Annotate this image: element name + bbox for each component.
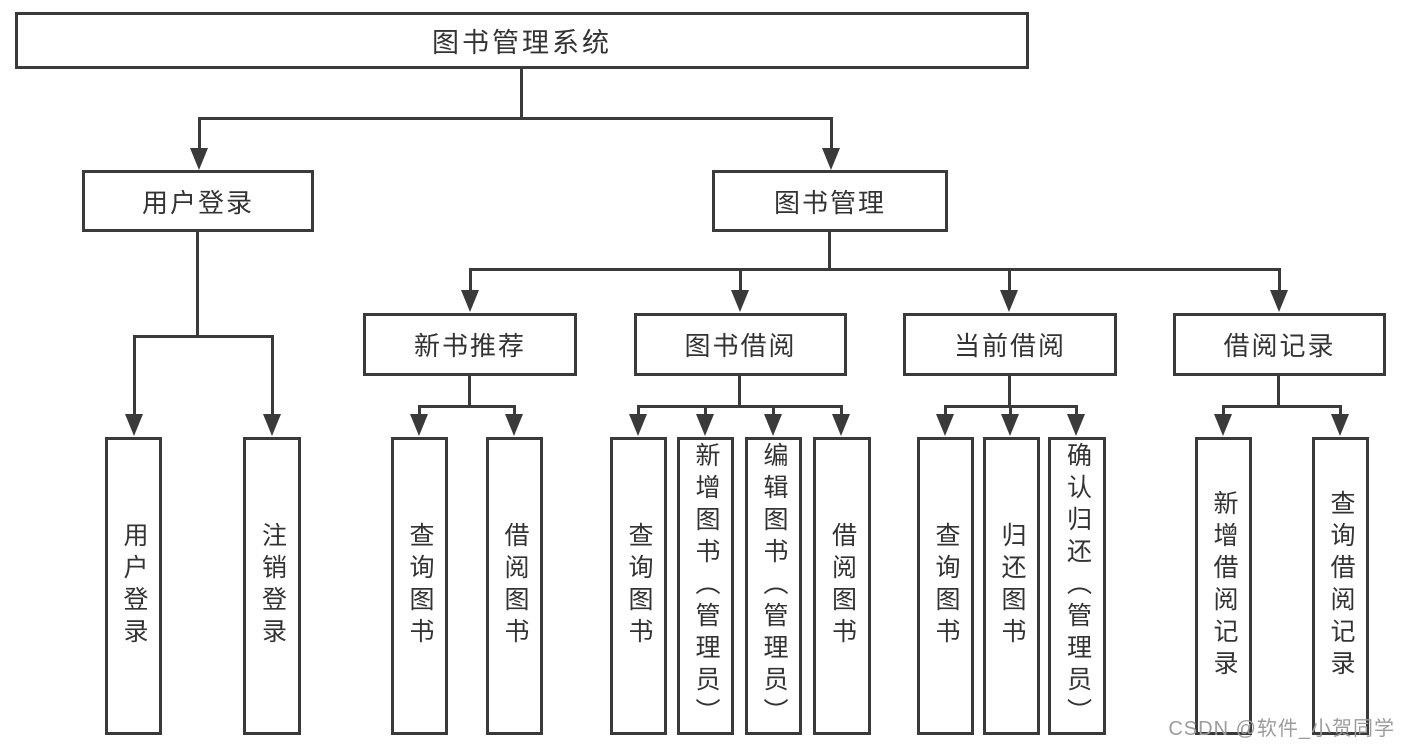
- connector-line: [468, 376, 471, 408]
- leaf-query-book-3: 查询图书: [917, 437, 974, 735]
- watermark: CSDN @软件_小贺同学: [1168, 718, 1395, 740]
- node-borrow-record-label: 借阅记录: [1223, 331, 1336, 361]
- leaf-user-login-label: 用户登录: [120, 522, 148, 650]
- arrowhead-down-icon: [764, 414, 782, 436]
- connector-line: [1008, 268, 1011, 296]
- connector-line: [198, 117, 201, 155]
- connector-line: [830, 117, 833, 155]
- node-user-login-label: 用户登录: [141, 187, 254, 218]
- leaf-borrow-book-1: 借阅图书: [486, 437, 543, 735]
- connector-line: [1075, 405, 1078, 417]
- connector-line: [418, 405, 421, 417]
- connector-line: [1009, 405, 1012, 417]
- leaf-add-book-admin-label: 新增图书（管理员）: [692, 442, 720, 730]
- node-current-borrow: 当前借阅: [903, 313, 1117, 376]
- node-new-book-recommend: 新书推荐: [363, 313, 577, 376]
- leaf-return-book: 归还图书: [983, 437, 1040, 735]
- leaf-borrow-book-2-label: 借阅图书: [828, 522, 857, 650]
- connector-line: [739, 268, 742, 296]
- node-borrow-record: 借阅记录: [1173, 313, 1386, 376]
- arrowhead-down-icon: [263, 414, 281, 436]
- leaf-user-login: 用户登录: [105, 437, 162, 735]
- arrowhead-down-icon: [461, 290, 479, 312]
- leaf-confirm-return-admin-label: 确认归还（管理员）: [1063, 442, 1092, 730]
- connector-line: [840, 405, 843, 417]
- leaf-confirm-return-admin: 确认归还（管理员）: [1048, 437, 1106, 735]
- arrowhead-down-icon: [629, 414, 647, 436]
- leaf-add-book-admin: 新增图书（管理员）: [677, 437, 734, 735]
- arrowhead-down-icon: [410, 414, 428, 436]
- connector-line: [1222, 405, 1341, 408]
- connector-line: [418, 405, 516, 408]
- leaf-query-book-3-label: 查询图书: [932, 522, 960, 650]
- leaf-return-book-label: 归还图书: [998, 522, 1026, 650]
- arrowhead-down-icon: [822, 148, 840, 170]
- leaf-query-book-2: 查询图书: [610, 437, 667, 735]
- node-root-label: 图书管理系统: [432, 28, 612, 58]
- arrowhead-down-icon: [832, 414, 850, 436]
- node-current-borrow-label: 当前借阅: [953, 331, 1066, 361]
- arrowhead-down-icon: [1331, 414, 1349, 436]
- node-root: 图书管理系统: [15, 12, 1029, 69]
- arrowhead-down-icon: [125, 414, 143, 436]
- connector-line: [828, 232, 831, 270]
- connector-line: [469, 268, 472, 296]
- arrowhead-down-icon: [1000, 290, 1018, 312]
- connector-line: [520, 69, 523, 119]
- arrowhead-down-icon: [1067, 414, 1085, 436]
- arrowhead-down-icon: [936, 414, 954, 436]
- node-book-mgmt-label: 图书管理: [773, 187, 886, 218]
- leaf-edit-book-admin-label: 编辑图书（管理员）: [760, 442, 788, 730]
- connector-line: [772, 405, 775, 417]
- leaf-borrow-book-2: 借阅图书: [813, 437, 871, 735]
- connector-line: [469, 268, 1281, 271]
- leaf-query-book-2-label: 查询图书: [625, 522, 653, 650]
- arrowhead-down-icon: [731, 290, 749, 312]
- connector-line: [704, 405, 707, 417]
- leaf-borrow-book-1-label: 借阅图书: [501, 522, 529, 650]
- node-book-borrow-label: 图书借阅: [684, 331, 797, 361]
- leaf-logout: 注销登录: [243, 437, 301, 735]
- arrowhead-down-icon: [1214, 414, 1232, 436]
- leaf-logout-label: 注销登录: [258, 522, 287, 650]
- arrowhead-down-icon: [505, 414, 523, 436]
- connector-line: [637, 405, 640, 417]
- connector-line: [637, 405, 843, 408]
- node-book-mgmt: 图书管理: [712, 170, 948, 232]
- arrowhead-down-icon: [1001, 414, 1019, 436]
- leaf-query-borrow-record: 查询借阅记录: [1312, 437, 1369, 735]
- connector-line: [1339, 405, 1342, 417]
- node-book-borrow: 图书借阅: [634, 313, 847, 376]
- leaf-add-borrow-record: 新增借阅记录: [1195, 437, 1252, 735]
- arrowhead-down-icon: [1270, 290, 1288, 312]
- leaf-query-borrow-record-label: 查询借阅记录: [1327, 490, 1355, 682]
- connector-line: [738, 376, 741, 408]
- arrowhead-down-icon: [190, 148, 208, 170]
- connector-line: [944, 405, 947, 417]
- connector-line: [1222, 405, 1225, 417]
- connector-line: [1278, 268, 1281, 296]
- connector-line: [271, 335, 274, 417]
- connector-line: [1277, 376, 1280, 408]
- arrowhead-down-icon: [696, 414, 714, 436]
- leaf-query-book-1-label: 查询图书: [406, 522, 434, 650]
- connector-line: [196, 232, 199, 338]
- node-user-login: 用户登录: [82, 170, 314, 232]
- connector-line: [198, 117, 833, 120]
- connector-line: [133, 335, 136, 417]
- connector-line: [133, 335, 274, 338]
- node-new-book-recommend-label: 新书推荐: [413, 331, 526, 361]
- leaf-add-borrow-record-label: 新增借阅记录: [1210, 490, 1238, 682]
- connector-line: [1008, 376, 1011, 408]
- connector-line: [513, 405, 516, 417]
- leaf-query-book-1: 查询图书: [391, 437, 448, 735]
- leaf-edit-book-admin: 编辑图书（管理员）: [745, 437, 802, 735]
